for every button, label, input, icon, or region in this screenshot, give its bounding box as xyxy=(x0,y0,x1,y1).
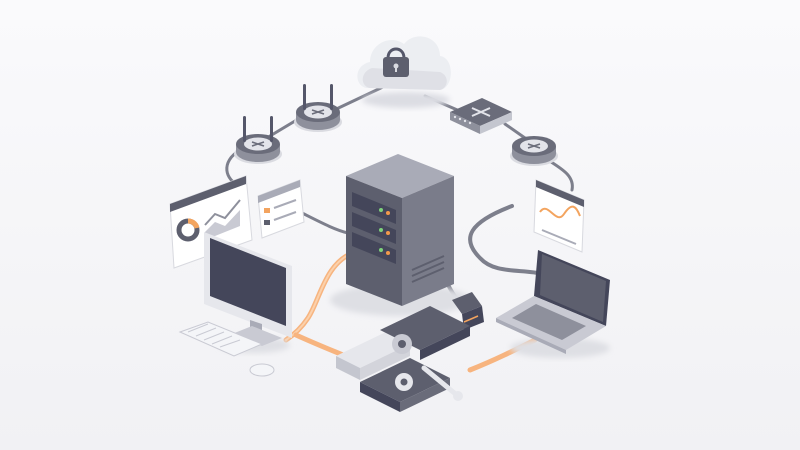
router-left xyxy=(234,116,282,164)
switch-icon xyxy=(450,98,512,134)
cable-switch-to-router-right xyxy=(503,122,527,140)
router-middle xyxy=(294,84,342,132)
cloud-lock xyxy=(357,36,451,108)
mouse-icon xyxy=(249,363,275,377)
router-icon xyxy=(234,116,282,164)
router-icon xyxy=(294,84,342,132)
cable-server-to-desktop-inner xyxy=(285,251,356,341)
server-icon xyxy=(346,154,454,306)
lock-icon xyxy=(383,47,409,77)
mouse xyxy=(249,363,275,377)
keyboard-icon xyxy=(178,321,264,357)
keyboard xyxy=(178,321,264,357)
line-chart-icon xyxy=(533,179,585,253)
ethernet-plug xyxy=(452,292,484,330)
server-rack xyxy=(330,154,470,316)
monitor-icon xyxy=(204,232,292,353)
desktop-monitor xyxy=(204,232,292,353)
rj45-plug-icon xyxy=(452,292,484,330)
chart-panel xyxy=(533,179,585,253)
dashboard-panels xyxy=(169,175,305,269)
router-right xyxy=(510,136,558,166)
settings-list-panel xyxy=(257,179,305,239)
router-icon xyxy=(510,136,558,166)
network-switch xyxy=(450,98,512,134)
cable-dashboard-to-server xyxy=(298,210,350,235)
laptop xyxy=(496,250,610,358)
gear-wrench-icon xyxy=(336,306,470,412)
puzzle-tools xyxy=(336,306,470,412)
cable-cloud-to-router-mid xyxy=(328,84,387,114)
laptop-icon xyxy=(496,250,610,358)
